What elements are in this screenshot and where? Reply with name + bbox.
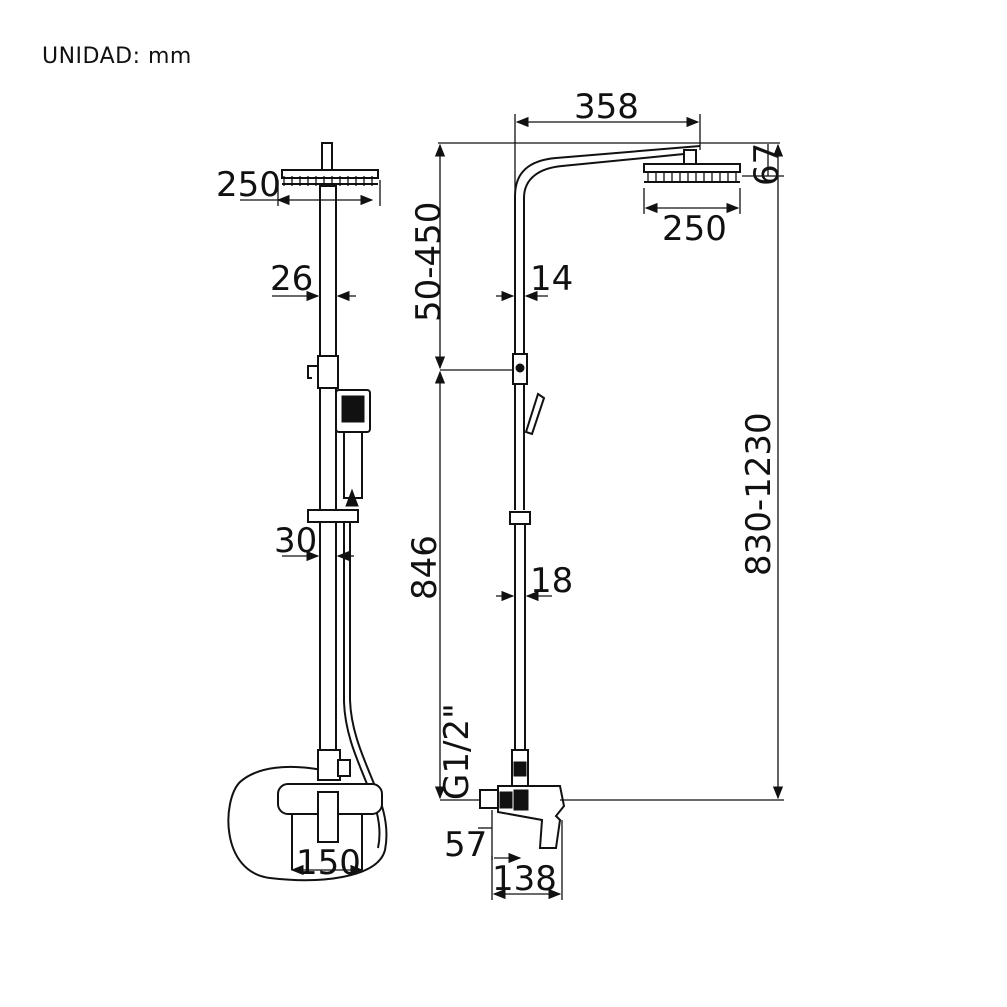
front-mixer-width-label: 150	[296, 843, 361, 883]
front-slider-block	[317, 355, 339, 389]
front-view: 250 26 30 150	[216, 142, 388, 883]
front-upper-pipe-label: 26	[270, 259, 313, 299]
side-lower-pipe	[514, 523, 526, 751]
side-inlet-label: G1/2"	[437, 703, 477, 800]
side-mixer-depth-label: 138	[492, 859, 557, 899]
unit-label: UNIDAD: mm	[42, 44, 192, 69]
side-total-height-label: 830-1230	[739, 412, 779, 576]
side-wall-offset-label: 57	[444, 825, 487, 865]
front-lower-pipe-label: 30	[274, 521, 317, 561]
front-hose-connector	[337, 759, 351, 777]
side-hand-shower	[524, 392, 546, 436]
side-head-width-label: 250	[662, 209, 727, 249]
front-shower-head	[281, 169, 379, 186]
front-hose-inner	[343, 522, 381, 849]
side-shower-head	[643, 163, 741, 183]
side-lower-pipe-label: 18	[530, 561, 573, 601]
side-view: 358 67 250 50-450 14	[405, 87, 787, 900]
front-head-connector	[321, 142, 333, 172]
side-adjust-range-label: 50-450	[409, 202, 449, 322]
side-mixer	[479, 749, 566, 849]
side-holder-bracket	[509, 511, 531, 525]
front-lower-pipe	[319, 387, 337, 759]
front-slider-knob	[307, 365, 318, 379]
front-lower-connector	[317, 749, 341, 781]
side-upper-pipe-label: 14	[530, 259, 573, 299]
side-arm-outer	[514, 145, 701, 510]
front-mixer-lever	[317, 791, 339, 843]
side-arm-reach-label: 358	[574, 87, 639, 127]
side-lower-height-label: 846	[405, 535, 445, 600]
front-hand-shower	[335, 389, 371, 507]
front-upper-pipe	[319, 185, 337, 357]
side-head-height-label: 67	[747, 143, 787, 186]
front-head-width-label: 250	[216, 165, 281, 205]
front-holder-bracket	[307, 509, 359, 523]
side-arm-inner	[523, 153, 685, 510]
